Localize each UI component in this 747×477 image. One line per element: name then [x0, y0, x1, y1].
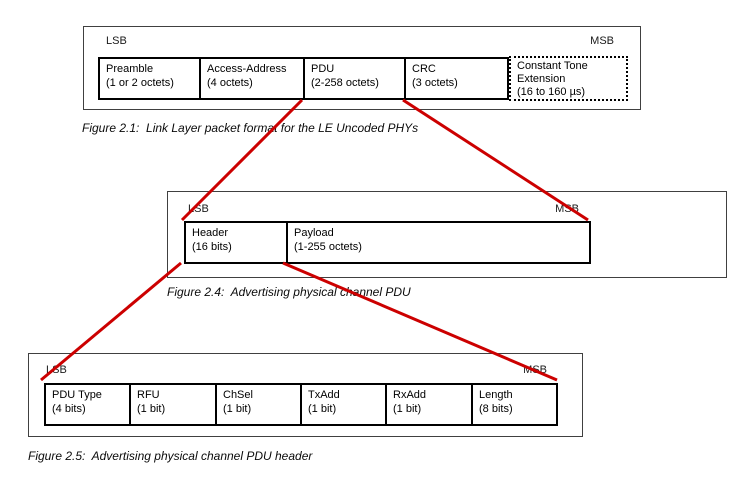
field-size: (4 bits) — [52, 403, 86, 415]
field-size: (16 bits) — [192, 241, 232, 253]
field-constant-tone-extension: Constant Tone Extension (16 to 160 µs) — [509, 56, 628, 101]
field-size: (3 octets) — [412, 77, 458, 89]
field-label: ChSel — [223, 389, 253, 401]
field-label: PDU — [311, 63, 335, 75]
field-label: RFU — [137, 389, 160, 401]
field-label: Length — [479, 389, 513, 401]
field-label: Payload — [294, 227, 334, 239]
field-access-address: Access-Address (4 octets) — [199, 57, 305, 100]
field-size: (8 bits) — [479, 403, 513, 415]
field-payload: Payload (1-255 octets) — [286, 221, 591, 264]
field-txadd: TxAdd (1 bit) — [300, 383, 387, 426]
msb-label: MSB — [590, 35, 614, 47]
msb-label: MSB — [523, 364, 547, 376]
field-size: (1 or 2 octets) — [106, 77, 174, 89]
field-size: (1 bit) — [393, 403, 422, 415]
field-length: Length (8 bits) — [471, 383, 558, 426]
field-label: RxAdd — [393, 389, 427, 401]
lsb-label: LSB — [106, 35, 127, 47]
figure-2-1-caption: Figure 2.1: Link Layer packet format for… — [82, 121, 419, 135]
field-size: (1 bit) — [308, 403, 337, 415]
lsb-label: LSB — [46, 364, 67, 376]
field-label: Preamble — [106, 63, 154, 75]
field-size: (2-258 octets) — [311, 77, 379, 89]
field-label: CRC — [412, 63, 436, 75]
figure-2-4-caption: Figure 2.4: Advertising physical channel… — [167, 285, 411, 299]
field-size: (1 bit) — [223, 403, 252, 415]
field-size: (1-255 octets) — [294, 241, 362, 253]
field-label: TxAdd — [308, 389, 340, 401]
field-pdu: PDU (2-258 octets) — [303, 57, 406, 100]
field-size: (16 to 160 µs) — [517, 86, 586, 98]
figure-2-1-packet-box: LSB MSB Preamble (1 or 2 octets) Access-… — [83, 26, 641, 110]
figure-2-4-pdu-box: LSB MSB Header (16 bits) Payload (1-255 … — [167, 191, 727, 278]
field-preamble: Preamble (1 or 2 octets) — [98, 57, 201, 100]
figure-2-5-caption: Figure 2.5: Advertising physical channel… — [28, 449, 313, 463]
field-rfu: RFU (1 bit) — [129, 383, 217, 426]
msb-label: MSB — [555, 203, 579, 215]
field-size: (4 octets) — [207, 77, 253, 89]
field-rxadd: RxAdd (1 bit) — [385, 383, 473, 426]
field-crc: CRC (3 octets) — [404, 57, 509, 100]
field-label: Constant Tone — [517, 60, 588, 72]
lsb-label: LSB — [188, 203, 209, 215]
field-size: (1 bit) — [137, 403, 166, 415]
field-label-2: Extension — [517, 73, 566, 85]
field-label: Access-Address — [207, 63, 287, 75]
figure-2-5-header-box: LSB MSB PDU Type (4 bits) RFU (1 bit) Ch… — [28, 353, 583, 437]
field-label: Header — [192, 227, 229, 239]
field-header: Header (16 bits) — [184, 221, 288, 264]
field-chsel: ChSel (1 bit) — [215, 383, 302, 426]
field-pdu-type: PDU Type (4 bits) — [44, 383, 131, 426]
field-label: PDU Type — [52, 389, 102, 401]
